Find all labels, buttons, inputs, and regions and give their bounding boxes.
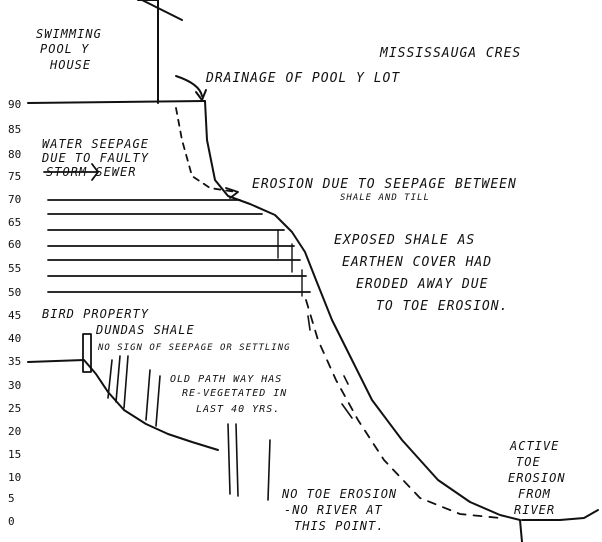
no-toe-erosion-label-line-2: -NO RIVER AT [284, 503, 383, 517]
elevation-tick-50: 50 [8, 286, 21, 299]
elevation-tick-80: 80 [8, 148, 21, 161]
elevation-tick-20: 20 [8, 425, 21, 438]
former-slope-dashed-line [305, 299, 501, 519]
no-toe-erosion-label-line-3: THIS POINT. [294, 519, 384, 533]
river-bank-line [521, 509, 599, 521]
lower-slope-profile [27, 359, 219, 451]
elevation-tick-15: 15 [8, 448, 21, 461]
house-wall-line [137, 0, 159, 104]
seepage-label-line-3: STORM SEWER [46, 165, 136, 179]
shale-connector [307, 315, 311, 331]
pool-house-label-line-1: SWIMMING [36, 27, 102, 41]
erosion-seepage-label-line-1: EROSION DUE TO SEEPAGE BETWEEN [252, 177, 517, 192]
exposed-shale-label-line-1: EXPOSED SHALE AS [334, 233, 475, 248]
pathway-connector [341, 403, 353, 419]
pool-house-label-line-2: POOL Y [40, 42, 89, 56]
pathway-label-line-3: LAST 40 YRS. [196, 404, 280, 415]
bird-property-label: BIRD PROPERTY [42, 307, 149, 321]
elevation-tick-60: 60 [8, 238, 21, 251]
shale-strata [47, 199, 311, 297]
elevation-tick-0: 0 [8, 515, 15, 528]
dundas-shale-label: DUNDAS SHALE [95, 323, 195, 337]
street-label: MISSISSAUGA CRES [379, 46, 521, 61]
erosion-seepage-label-line-2: SHALE AND TILL [340, 193, 430, 203]
active-toe-label-line-3: EROSION [508, 471, 566, 485]
marker-post [82, 333, 92, 373]
elevation-scale: 90 85 80 75 70 65 60 55 50 45 40 35 30 2… [8, 98, 21, 528]
exposed-shale-label-line-2: EARTHEN COVER HAD [342, 255, 492, 270]
elevation-tick-65: 65 [8, 216, 21, 229]
vegetation-stroke [123, 355, 129, 409]
elevation-tick-30: 30 [8, 379, 21, 392]
pathway-label-line-1: OLD PATH WAY HAS [170, 374, 282, 385]
active-toe-label-line-1: ACTIVE [509, 439, 559, 453]
elevation-tick-45: 45 [8, 309, 21, 322]
bank-slope-profile [204, 100, 523, 542]
storm-sewer-arrow-head [91, 171, 99, 181]
vegetation-stroke [235, 423, 239, 497]
seepage-label-line-2: DUE TO FAULTY [41, 151, 149, 165]
exposed-shale-label-line-4: TO TOE EROSION. [376, 299, 508, 314]
house-roof-line [141, 0, 183, 21]
vegetation-stroke [227, 423, 231, 495]
elevation-tick-40: 40 [8, 332, 21, 345]
elevation-tick-70: 70 [8, 193, 21, 206]
pool-house-label-line-3: HOUSE [49, 58, 91, 72]
active-toe-label-line-5: RIVER [514, 503, 555, 517]
vegetation-stroke [155, 375, 161, 427]
no-toe-erosion-label-line-1: NO TOE EROSION [281, 487, 397, 501]
vegetation-stroke [145, 369, 151, 421]
active-toe-label-line-2: TOE [516, 455, 541, 469]
elevation-tick-85: 85 [8, 123, 21, 136]
exposed-shale-label-line-3: ERODED AWAY DUE [356, 277, 488, 292]
drainage-arrow-head [195, 89, 207, 101]
drainage-arrow-line [175, 75, 203, 97]
seepage-dashed-path [175, 107, 237, 193]
elevation-tick-35: 35 [8, 355, 21, 368]
seepage-label-line-1: WATER SEEPAGE [42, 137, 149, 151]
seepage-arrow-head [225, 187, 239, 199]
pathway-connector [343, 375, 349, 385]
drainage-label: DRAINAGE OF POOL Y LOT [205, 71, 400, 86]
elevation-tick-90: 90 [8, 98, 21, 111]
elevation-tick-25: 25 [8, 402, 21, 415]
elevation-tick-10: 10 [8, 471, 21, 484]
top-of-bank-line [27, 100, 206, 104]
elevation-tick-55: 55 [8, 262, 21, 275]
no-seepage-label: NO SIGN OF SEEPAGE OR SETTLING [97, 343, 291, 353]
active-toe-label-line-4: FROM [518, 487, 551, 501]
elevation-tick-75: 75 [8, 170, 21, 183]
vegetation-stroke [267, 439, 271, 501]
vegetation-stroke [115, 355, 121, 403]
elevation-tick-5: 5 [8, 492, 15, 505]
vegetation-stroke [107, 359, 113, 399]
pathway-label-line-2: RE-VEGETATED IN [182, 388, 287, 399]
vegetation-strokes [107, 355, 271, 501]
